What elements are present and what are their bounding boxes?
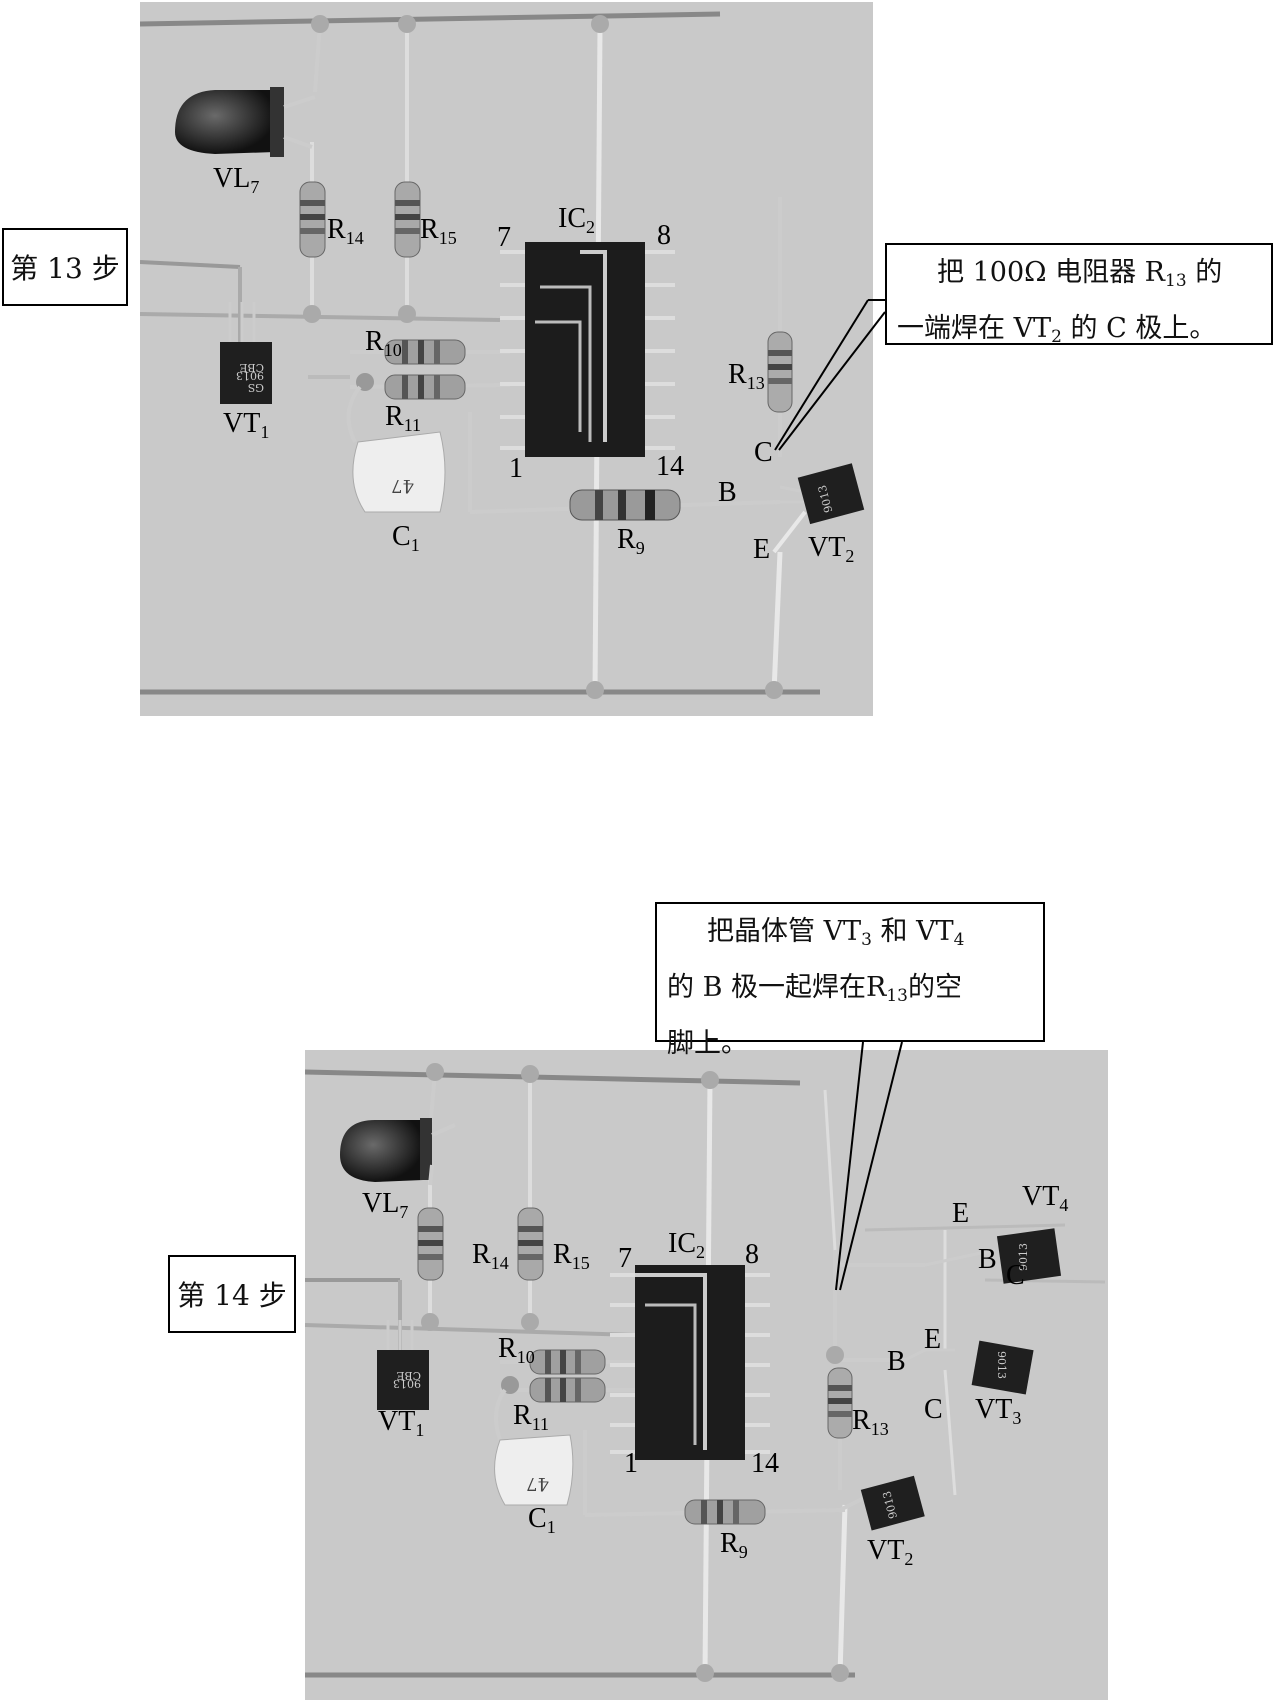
transistor-vt2: 9013 — [779, 463, 865, 525]
resistor-r15 — [517, 1207, 544, 1281]
label-vl7: VL7 — [362, 1188, 409, 1222]
label-ic2: IC2 — [668, 1228, 705, 1262]
label-r9: R9 — [617, 524, 645, 558]
led-vl7 — [175, 87, 316, 157]
label-vt2: VT2 — [867, 1535, 914, 1569]
transistor-vt3: 9013 — [971, 1340, 1034, 1395]
step13-photo: 47 CBE 9013 GS 9013 — [140, 2, 873, 716]
label-c1: C1 — [392, 521, 420, 555]
step14-label-box: 第 14 步 — [168, 1255, 296, 1333]
step13-label-box: 第 13 步 — [2, 228, 128, 306]
capacitor-c1: 47 — [346, 373, 446, 513]
step14-circuit-drawing: 47 CBE 9013 9013 9013 9013 — [305, 1063, 1106, 1682]
label-c1: C1 — [528, 1503, 556, 1537]
capacitor-c1: 47 — [494, 1376, 574, 1506]
label-pin14: 14 — [751, 1448, 779, 1479]
transistor-vt1: CBE 9013 — [377, 1320, 429, 1410]
label-vt3-e: E — [924, 1324, 942, 1355]
label-r13: R13 — [728, 359, 765, 393]
svg-text:CBE: CBE — [239, 361, 264, 374]
label-vt1: VT1 — [223, 408, 270, 442]
svg-text:9013: 9013 — [236, 369, 264, 382]
label-r10: R10 — [498, 1333, 535, 1367]
label-r11: R11 — [513, 1400, 550, 1434]
step14-callout: 把晶体管 VT3 和 VT4 的 B 极一起焊在R13的空 脚上。 — [655, 902, 1045, 1059]
label-pin7: 7 — [618, 1243, 632, 1274]
label-r9: R9 — [720, 1528, 748, 1562]
svg-text:9013: 9013 — [995, 1351, 1008, 1379]
step13-callout: 把 100Ω 电阻器 R13 的 一端焊在 VT2 的 C 极上。 — [885, 243, 1273, 347]
label-pin1: 1 — [509, 453, 523, 484]
label-pin8: 8 — [657, 220, 671, 251]
resistor-r11 — [500, 1377, 635, 1403]
step14-photo: 47 CBE 9013 9013 9013 9013 — [305, 1050, 1108, 1700]
label-vt4-e: E — [952, 1198, 970, 1229]
label-vt2: VT2 — [808, 532, 855, 566]
label-vt3-b: B — [887, 1346, 906, 1377]
ic2-chip — [610, 1265, 770, 1460]
label-vt2-e: E — [753, 534, 771, 565]
resistor-r14 — [299, 181, 326, 258]
label-r14: R14 — [472, 1239, 509, 1273]
label-pin8: 8 — [745, 1239, 759, 1270]
resistor-r13 — [767, 331, 793, 413]
label-vt4-b: B — [978, 1244, 997, 1275]
label-r15: R15 — [420, 214, 457, 248]
label-r13: R13 — [852, 1405, 889, 1439]
label-ic2: IC2 — [558, 203, 595, 237]
resistor-r14 — [417, 1207, 444, 1281]
label-r15: R15 — [553, 1239, 590, 1273]
transistor-vt2: 9013 — [860, 1475, 925, 1531]
label-vt4-c: C — [1006, 1260, 1025, 1291]
top-rail — [140, 11, 721, 27]
ic2-chip — [500, 242, 675, 457]
transistor-vt4: 9013 — [996, 1228, 1062, 1284]
label-vt2-b: B — [718, 477, 737, 508]
svg-text:GS: GS — [248, 381, 264, 394]
label-vt1: VT1 — [378, 1406, 425, 1440]
label-r11: R11 — [385, 401, 422, 435]
resistor-r9 — [569, 489, 681, 521]
resistor-r11 — [349, 374, 511, 400]
label-pin14: 14 — [656, 451, 684, 482]
label-r10: R10 — [365, 326, 402, 360]
label-vl7: VL7 — [213, 163, 260, 197]
resistor-r10 — [350, 339, 510, 365]
step13-circuit-drawing: 47 CBE 9013 GS 9013 — [140, 11, 865, 699]
resistor-r13 — [827, 1367, 853, 1439]
label-vt4: VT4 — [1022, 1181, 1069, 1215]
label-pin1: 1 — [624, 1448, 638, 1479]
svg-text:9013: 9013 — [393, 1377, 421, 1390]
resistor-r9 — [684, 1499, 766, 1525]
svg-text:CBE: CBE — [396, 1369, 421, 1382]
svg-text:9013: 9013 — [1017, 1243, 1030, 1271]
svg-text:47: 47 — [391, 475, 414, 496]
led-vl7 — [340, 1118, 456, 1186]
label-vt3: VT3 — [975, 1394, 1022, 1428]
label-pin7: 7 — [497, 222, 511, 253]
resistor-r15 — [394, 181, 421, 258]
transistor-vt1: CBE 9013 GS — [220, 302, 272, 404]
resistor-r10 — [500, 1349, 635, 1375]
svg-text:47: 47 — [526, 1473, 549, 1494]
label-r14: R14 — [327, 214, 364, 248]
label-vt3-c: C — [924, 1394, 943, 1425]
label-vt2-c: C — [754, 437, 773, 468]
